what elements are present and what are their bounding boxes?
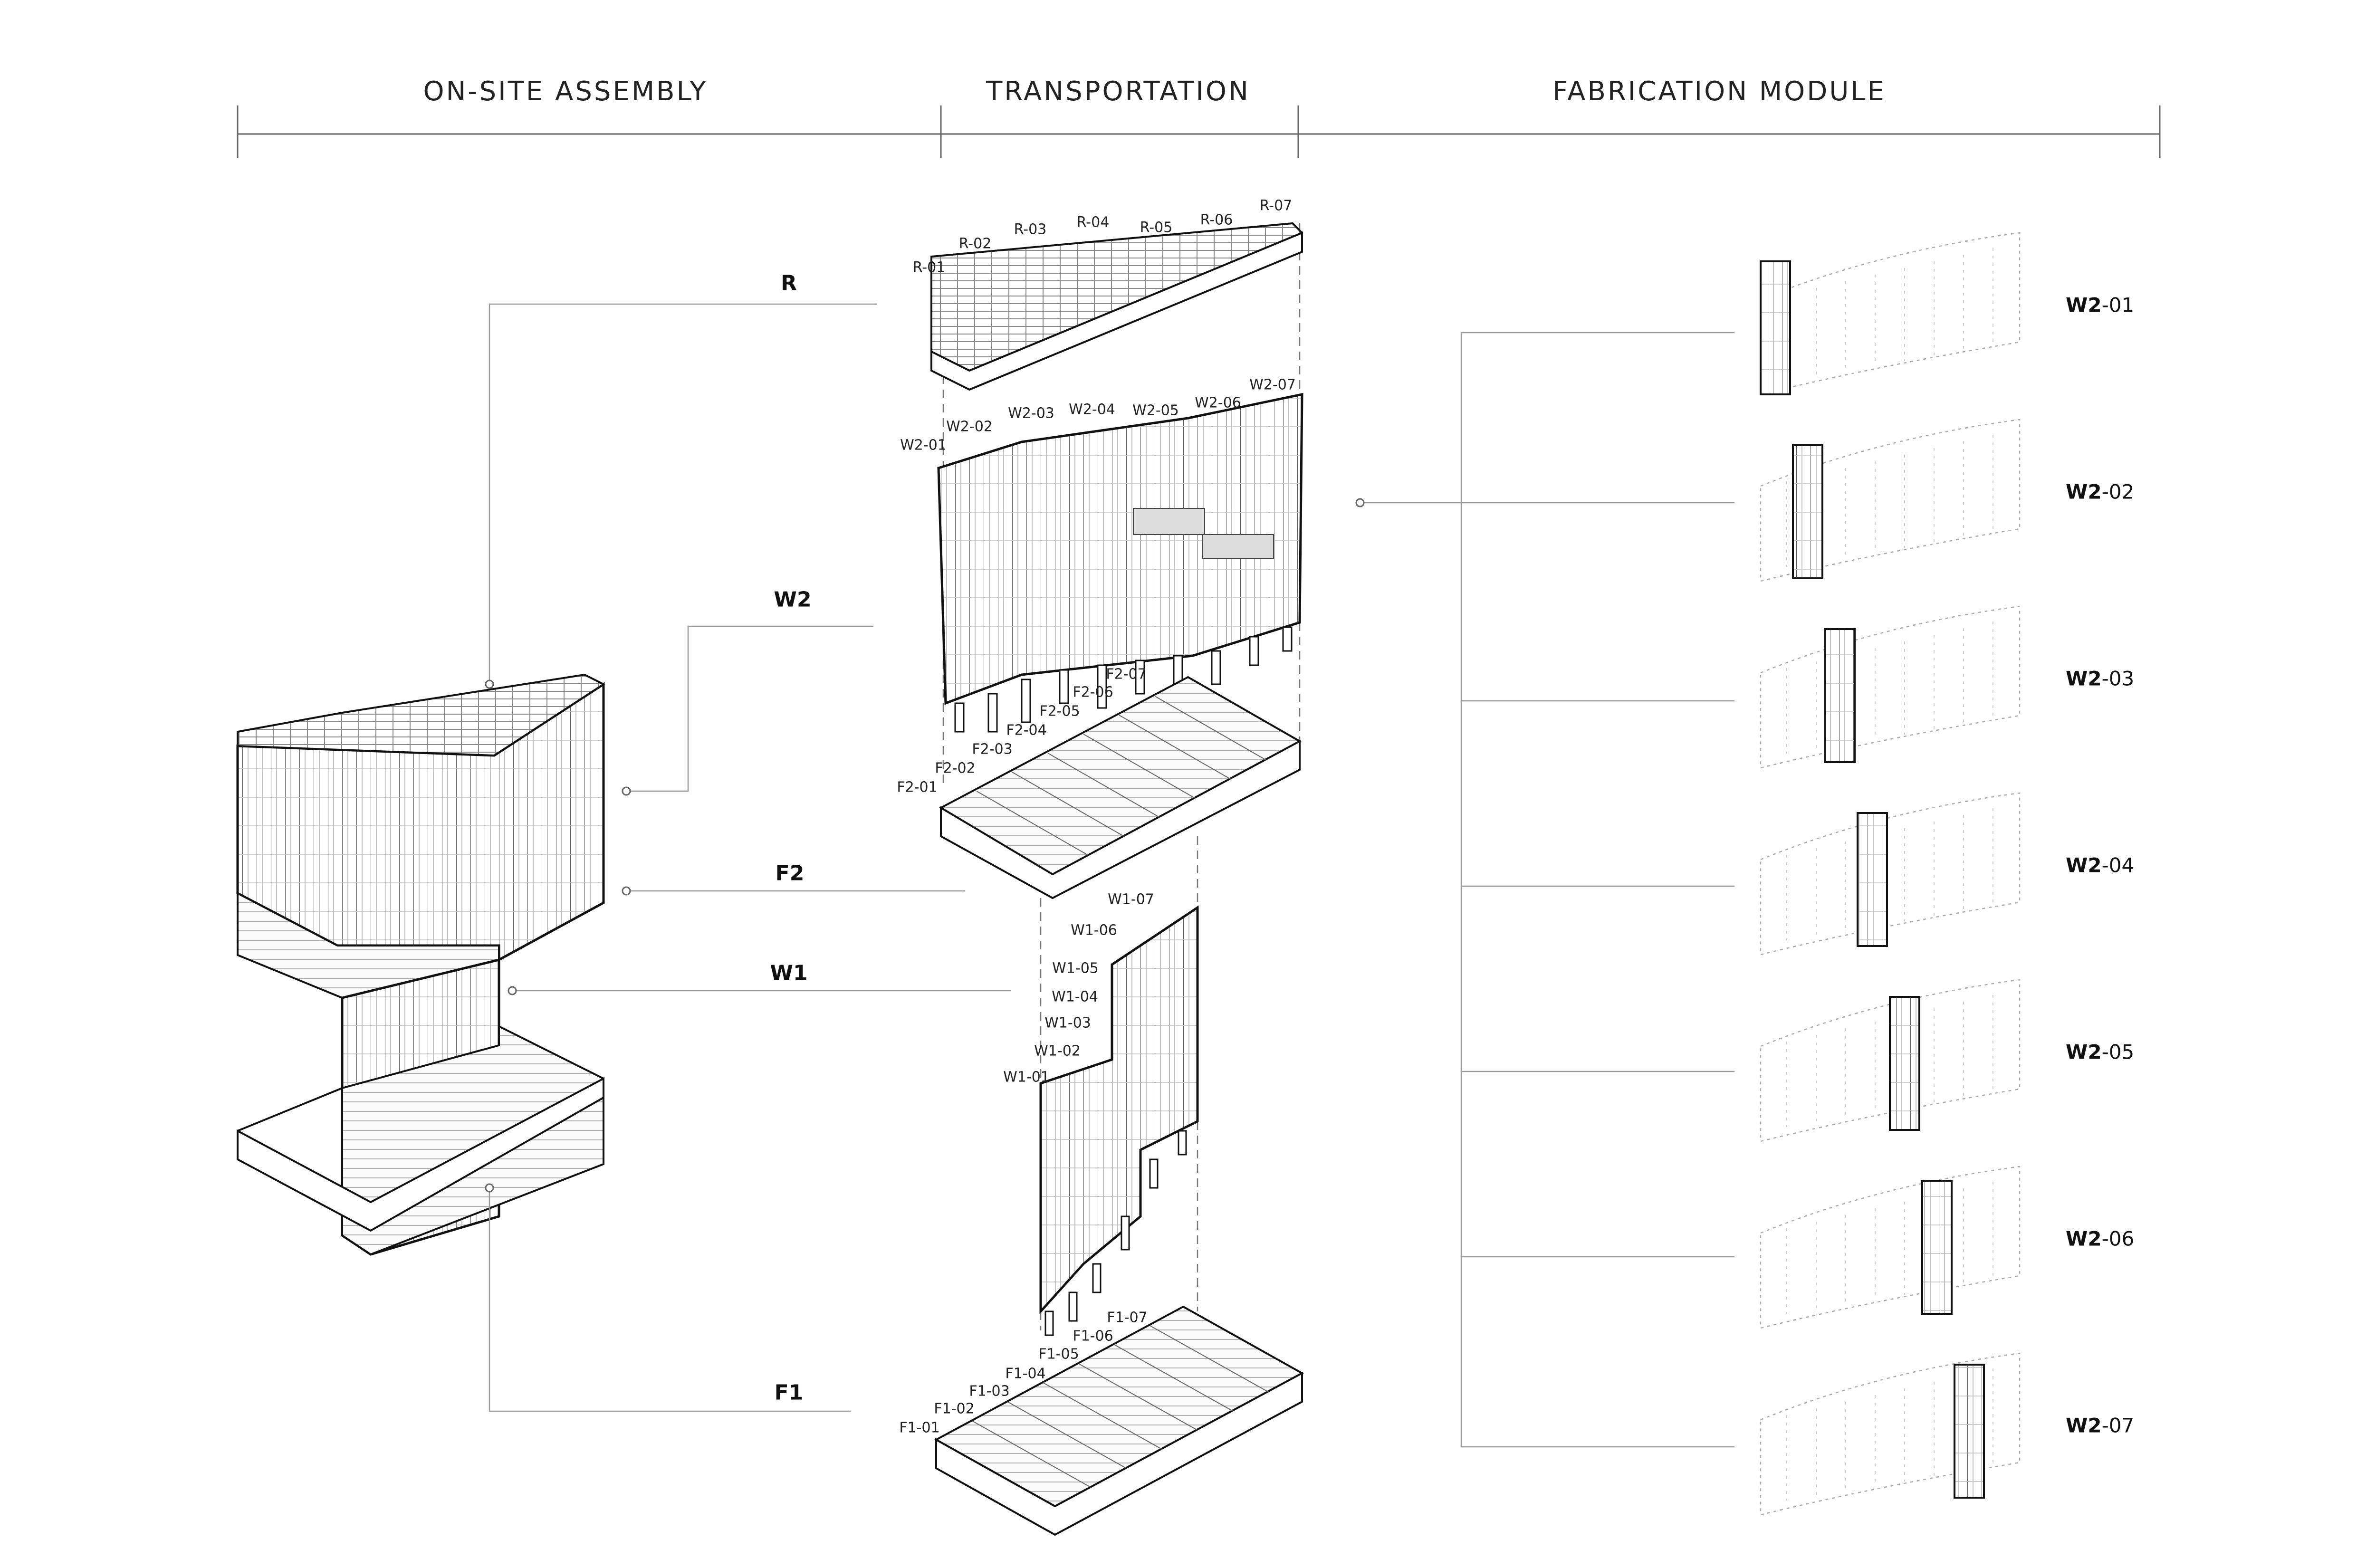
fabrication-module-label: W2-02 [2066,480,2134,504]
fabricated-module [1921,1180,1953,1315]
w2-module-label: W2-03 [1008,405,1054,422]
fabricated-module [1889,996,1920,1131]
level-label-r: R [781,271,797,296]
fabricated-module [1792,444,1823,579]
fabrication-module-prefix: W2 [2066,1227,2102,1251]
fabrication-module-label: W2-01 [2066,294,2134,317]
f1-modules-stack [934,1305,1304,1536]
header-rule [237,105,2161,158]
f2-module-label: F2-06 [1073,684,1113,701]
level-label-w1: W1 [770,961,808,985]
assembly-leader-dots [485,679,631,1193]
ghost-wall-outline [1760,792,2021,956]
fabrication-module-label: W2-03 [2066,667,2134,690]
fabrication-module-number: -02 [2101,480,2135,504]
f2-module-label: F2-03 [972,741,1013,758]
w1-module-label: W1-03 [1044,1014,1091,1032]
w1-module-label: W1-05 [1052,960,1099,977]
f1-module-label: F1-06 [1073,1328,1113,1345]
w1-modules-stack [1039,905,1199,1336]
fabrication-module-number: -04 [2101,853,2135,877]
f1-module-label: F1-02 [934,1400,975,1417]
assembly-leaders [489,303,1011,1412]
f1-module-label: F1-03 [969,1383,1010,1400]
fabrication-module-number: -03 [2101,667,2135,690]
f2-module-label: F2-05 [1039,703,1080,720]
roof-module-label: R-04 [1076,214,1110,231]
fabrication-module-number: -06 [2101,1227,2135,1251]
assembled-building [236,673,606,1256]
fabrication-module-prefix: W2 [2066,1040,2102,1064]
w1-module-label: W1-01 [1003,1069,1050,1086]
ghost-wall-outline [1760,232,2021,395]
fabrication-leader-dot [1355,498,1365,507]
roof-modules-stack [930,222,1304,391]
header-fabrication-module: FABRICATION MODULE [1552,76,1886,107]
w2-module-label: W2-02 [946,418,993,435]
w1-module-label: W1-07 [1108,891,1154,908]
ghost-wall-outline [1760,1166,2021,1329]
fabricated-module [1954,1364,1985,1499]
fabricated-module [1760,260,1791,395]
fabrication-module-prefix: W2 [2066,480,2102,504]
f1-module-label: F1-05 [1038,1346,1079,1363]
w1-module-label: W1-06 [1071,922,1117,939]
roof-surface [237,673,606,757]
w2-module-label: W2-01 [900,437,947,454]
roof-module-label: R-03 [1014,221,1047,238]
fabrication-module-prefix: W2 [2066,1414,2102,1437]
lower-floor-edge [237,1077,604,1232]
fabrication-module-label: W2-06 [2066,1227,2134,1251]
level-label-f2: F2 [775,861,805,886]
fabrication-module-prefix: W2 [2066,667,2102,690]
f2-module-label: F2-02 [935,760,976,777]
fabrication-module-number: -05 [2101,1040,2135,1064]
w1-module-label: W1-04 [1052,988,1098,1005]
f1-module-label: F1-01 [899,1419,940,1436]
fabrication-module-number: -07 [2101,1414,2135,1437]
w2-module-label: W2-05 [1132,402,1179,419]
fabrication-module-label: W2-05 [2066,1041,2134,1064]
fabricated-module [1824,628,1856,763]
fabrication-module-prefix: W2 [2066,853,2102,877]
level-label-f1: F1 [774,1380,804,1405]
header-on-site-assembly: ON-SITE ASSEMBLY [423,76,708,107]
roof-module-label: R-07 [1259,197,1293,214]
w1-module-label: W1-02 [1034,1042,1081,1060]
ghost-wall-outline [1760,605,2021,769]
roof-module-label: R-06 [1200,211,1233,229]
fabrication-module-number: -01 [2101,293,2135,317]
w2-module-label: W2-06 [1195,394,1241,411]
f1-module-label: F1-04 [1005,1365,1046,1382]
fabricated-module [1857,812,1888,947]
w2-module-label: W2-07 [1249,376,1296,393]
fabrication-module-prefix: W2 [2066,293,2102,317]
f2-module-label: F2-01 [897,779,938,796]
roof-module-label: R-02 [958,235,992,252]
w2-module-label: W2-04 [1069,401,1115,418]
roof-module-label: R-01 [912,259,946,276]
f2-module-label: F2-07 [1106,666,1147,683]
f2-modules-stack [939,676,1302,899]
level-label-w2: W2 [774,587,812,612]
fabrication-ghost-walls [1760,232,2021,1516]
header-transportation: TRANSPORTATION [986,76,1250,107]
roof-module-label: R-05 [1140,219,1173,236]
fabrication-module-label: W2-07 [2066,1414,2134,1437]
fabrication-module-label: W2-04 [2066,854,2134,877]
f1-module-label: F1-07 [1107,1309,1148,1326]
fabrication-leaders [1363,332,1734,1448]
lower-floor-slab [237,1024,604,1256]
w2-modules-stack [937,392,1303,733]
f2-module-label: F2-04 [1006,722,1047,739]
